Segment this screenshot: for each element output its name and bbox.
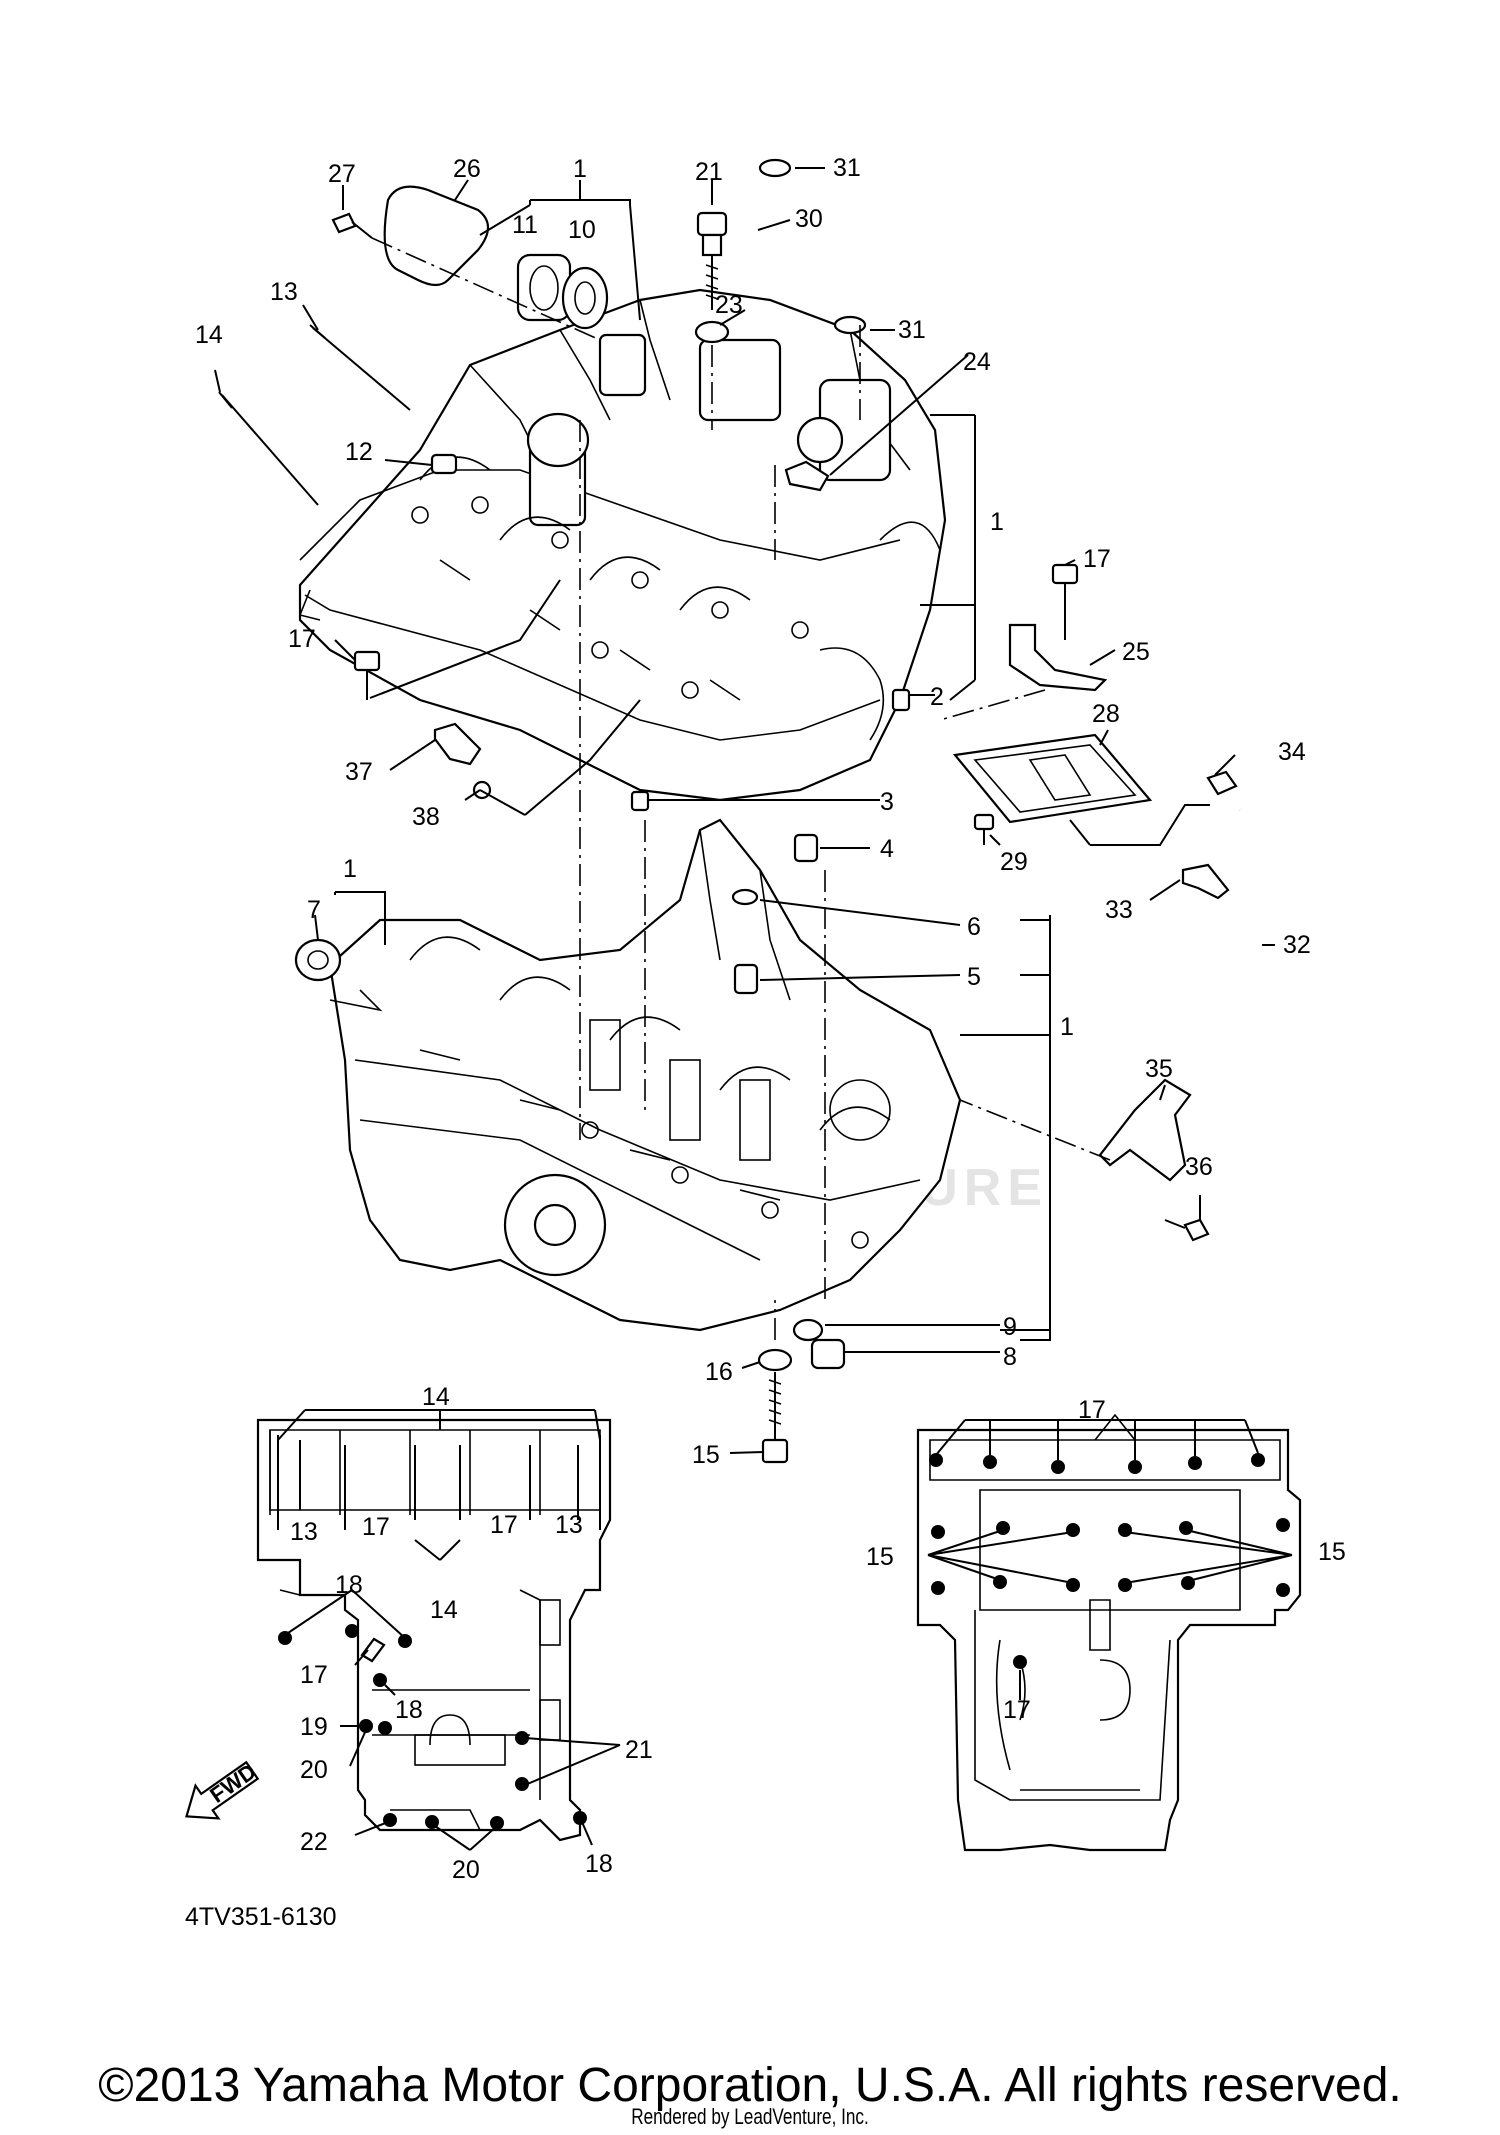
callout-6: 6 (967, 913, 981, 941)
callout-25: 25 (1122, 638, 1150, 666)
left-label-14-top: 14 (422, 1383, 450, 1411)
fwd-arrow: FWD (185, 1759, 261, 1820)
callout-38: 38 (412, 803, 440, 831)
diagram-code: 4TV351-6130 (185, 1903, 337, 1931)
callout-2: 2 (930, 683, 944, 711)
left-label-17-a: 17 (362, 1513, 390, 1541)
callout-21: 21 (695, 158, 723, 186)
left-label-21: 21 (625, 1736, 653, 1764)
callout-14: 14 (195, 321, 223, 349)
callout-15: 15 (692, 1441, 720, 1469)
left-label-18-b: 18 (395, 1696, 423, 1724)
callout-37: 37 (345, 758, 373, 786)
callout-1-top: 1 (573, 155, 587, 183)
callout-28: 28 (1092, 700, 1120, 728)
left-view-labels: 14 13 17 17 13 18 14 17 18 19 21 20 22 2… (185, 1383, 653, 1931)
callout-13: 13 (270, 278, 298, 306)
callout-1-lower-right: 1 (1060, 1013, 1074, 1041)
callout-4: 4 (880, 835, 894, 863)
callout-labels: 27 26 1 11 10 21 31 30 13 14 23 31 24 12… (195, 154, 1311, 1469)
lower-crankcase (328, 818, 962, 1332)
right-label-15-right: 15 (1318, 1538, 1346, 1566)
right-view-labels: 17 15 15 17 (866, 1396, 1346, 1724)
callout-3: 3 (880, 788, 894, 816)
right-label-17-top: 17 (1078, 1396, 1106, 1424)
left-label-14-b: 14 (430, 1596, 458, 1624)
left-label-13-b: 13 (555, 1511, 583, 1539)
lower-case-bottom-view-left (256, 1409, 621, 1851)
left-label-18-c: 18 (585, 1850, 613, 1878)
callout-17-right: 17 (1083, 545, 1111, 573)
upper-crankcase (298, 288, 947, 802)
right-label-15-left: 15 (866, 1543, 894, 1571)
rendered-by-notice: Rendered by LeadVenture, Inc. (631, 2104, 869, 2129)
left-label-17-c: 17 (300, 1661, 328, 1689)
right-label-17-bottom: 17 (1003, 1696, 1031, 1724)
callout-32: 32 (1283, 931, 1311, 959)
callout-29: 29 (1000, 848, 1028, 876)
callout-16: 16 (705, 1358, 733, 1386)
callout-24: 24 (963, 348, 991, 376)
callout-17-left: 17 (288, 625, 316, 653)
left-label-22: 22 (300, 1828, 328, 1856)
callout-31-top: 31 (833, 154, 861, 182)
callout-34: 34 (1278, 738, 1306, 766)
left-label-13-a: 13 (290, 1518, 318, 1546)
left-label-19: 19 (300, 1713, 328, 1741)
callout-11: 11 (512, 211, 538, 239)
callout-27: 27 (328, 160, 356, 188)
callout-1-left: 1 (343, 855, 357, 883)
callout-7: 7 (307, 896, 321, 924)
left-label-17-b: 17 (490, 1511, 518, 1539)
fwd-label: FWD (205, 1759, 260, 1808)
small-parts (218, 158, 1270, 1464)
left-label-20-a: 20 (300, 1756, 328, 1784)
lower-case-bottom-view-right (916, 1413, 1302, 1852)
callout-1-upper-right: 1 (990, 508, 1004, 536)
copyright-notice: ©2013 Yamaha Motor Corporation, U.S.A. A… (98, 2059, 1402, 2112)
callout-9: 9 (1003, 1313, 1017, 1341)
left-label-20-b: 20 (452, 1856, 480, 1884)
callout-35: 35 (1145, 1055, 1173, 1083)
leader-lines (214, 167, 1275, 1454)
callout-33: 33 (1105, 896, 1133, 924)
callout-36: 36 (1185, 1153, 1213, 1181)
callout-5: 5 (967, 963, 981, 991)
callout-26: 26 (453, 155, 481, 183)
callout-10: 10 (568, 216, 596, 244)
callout-8: 8 (1003, 1343, 1017, 1371)
callout-23: 23 (715, 291, 743, 319)
callout-31-mid: 31 (898, 316, 926, 344)
callout-12: 12 (345, 438, 373, 466)
callout-30: 30 (795, 205, 823, 233)
left-label-18-a: 18 (335, 1571, 363, 1599)
